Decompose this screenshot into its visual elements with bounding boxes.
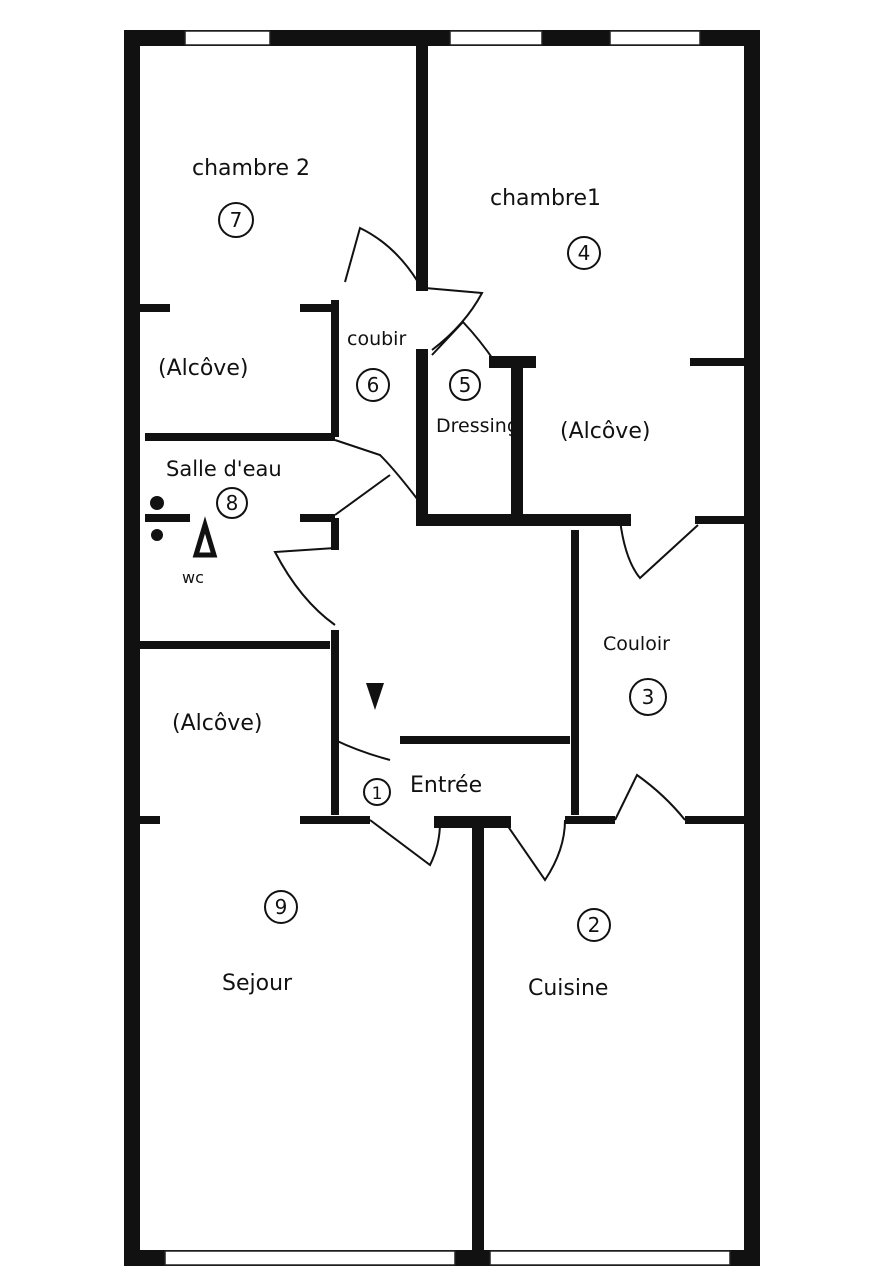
doors bbox=[273, 226, 699, 882]
room-label-couloir-6: coubir bbox=[347, 328, 406, 350]
room-number-7: 7 bbox=[230, 208, 243, 232]
room-label-salle-deau: Salle d'eau bbox=[166, 457, 282, 481]
fixtures bbox=[145, 496, 384, 710]
room-number-8: 8 bbox=[226, 491, 239, 515]
wc-icon bbox=[192, 516, 218, 558]
fixture-shower bbox=[151, 529, 163, 541]
alcove-label-chambre1: (Alcôve) bbox=[560, 419, 650, 444]
room-label-couloir-3: Couloir bbox=[603, 633, 670, 655]
room-label-entree: Entrée bbox=[410, 773, 482, 798]
room-number-1: 1 bbox=[372, 784, 383, 804]
wc-label: wc bbox=[182, 568, 204, 587]
room-label-sejour: Sejour bbox=[222, 971, 293, 996]
alcove-label-chambre2: (Alcôve) bbox=[158, 356, 248, 381]
room-label-chambre2: chambre 2 bbox=[192, 156, 310, 181]
room-number-2: 2 bbox=[588, 913, 601, 937]
interior-walls bbox=[138, 38, 745, 1258]
room-label-dressing: Dressing bbox=[436, 415, 519, 437]
windows bbox=[164, 30, 731, 1266]
alcove-label-sejour: (Alcôve) bbox=[172, 711, 262, 736]
room-labels: chambre 2 7 chambre1 4 coubir 6 5 Dressi… bbox=[158, 156, 670, 1001]
room-number-3: 3 bbox=[642, 685, 655, 709]
room-number-5: 5 bbox=[459, 373, 472, 397]
fixture-basin bbox=[150, 496, 164, 510]
room-label-cuisine: Cuisine bbox=[528, 976, 608, 1001]
room-number-9: 9 bbox=[275, 895, 288, 919]
entrance-arrow-icon bbox=[366, 683, 384, 710]
room-number-4: 4 bbox=[578, 241, 591, 265]
room-label-chambre1: chambre1 bbox=[490, 186, 601, 211]
room-number-6: 6 bbox=[367, 373, 380, 397]
